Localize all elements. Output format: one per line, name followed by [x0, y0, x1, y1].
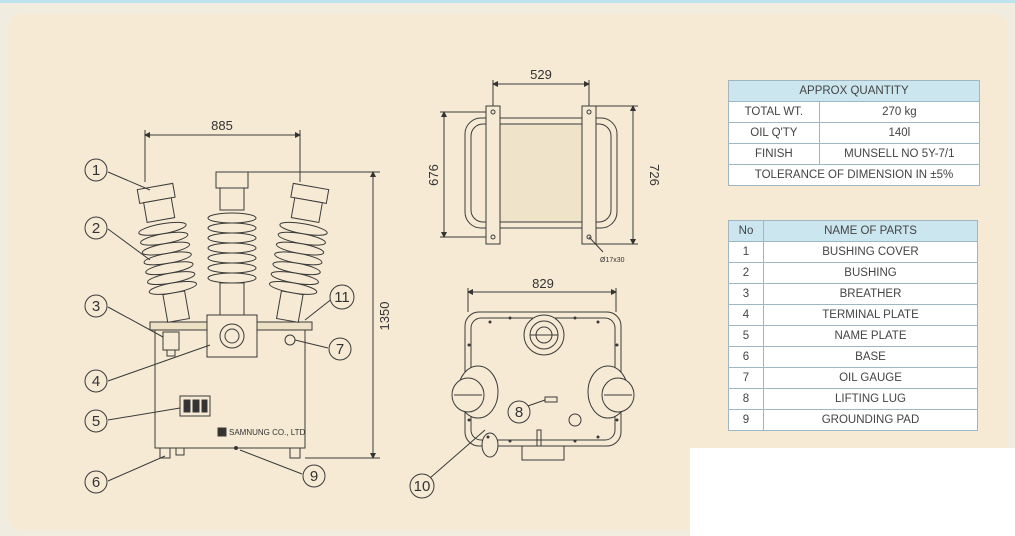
dim-676: 676	[426, 164, 441, 186]
nameplate-company: SAMNUNG CO., LTD	[229, 428, 306, 437]
part-no: 3	[728, 283, 764, 305]
svg-text:10: 10	[414, 478, 431, 495]
dim-529: 529	[530, 67, 552, 82]
svg-text:5: 5	[92, 413, 100, 430]
front-view	[107, 130, 380, 482]
qty-label: OIL Q'TY	[728, 122, 820, 144]
dim-hole: Ø17x30	[600, 257, 625, 264]
qty-label: FINISH	[728, 143, 820, 165]
top-accent-line	[0, 0, 1015, 3]
part-no: 4	[728, 304, 764, 326]
qty-row: TOTAL WT. 270 kg	[728, 101, 981, 123]
callout-8: 8	[507, 400, 531, 424]
qty-label: TOTAL WT.	[728, 101, 820, 123]
callout-1: 1	[84, 158, 108, 182]
svg-text:9: 9	[310, 468, 318, 485]
bottom-view	[429, 288, 635, 479]
part-no: 5	[728, 325, 764, 347]
part-name: OIL GAUGE	[763, 367, 978, 389]
callout-6: 6	[84, 470, 108, 494]
part-name: BASE	[763, 346, 978, 368]
part-name: TERMINAL PLATE	[763, 304, 978, 326]
callouts: 1 2 3 4 5 6 7 8 9 10 11	[84, 158, 531, 499]
parts-header-name: NAME OF PARTS	[763, 220, 978, 242]
svg-text:4: 4	[92, 373, 100, 390]
qty-value: 270 kg	[818, 101, 981, 123]
svg-text:11: 11	[334, 289, 350, 306]
part-no: 2	[728, 262, 764, 284]
callout-4: 4	[84, 369, 108, 393]
svg-text:8: 8	[515, 404, 523, 421]
part-name: BUSHING	[763, 262, 978, 284]
part-no: 7	[728, 367, 764, 389]
part-name: NAME PLATE	[763, 325, 978, 347]
svg-text:3: 3	[92, 298, 100, 315]
callout-2: 2	[84, 216, 108, 240]
top-view	[440, 80, 638, 253]
part-no: 8	[728, 388, 764, 410]
callout-10: 10	[409, 473, 435, 499]
svg-text:7: 7	[336, 341, 344, 358]
approx-quantity-title: APPROX QUANTITY	[728, 80, 980, 102]
approx-quantity-table: APPROX QUANTITY TOTAL WT. 270 kg OIL Q'T…	[728, 80, 981, 186]
dim-726: 726	[647, 164, 662, 186]
qty-row: FINISH MUNSELL NO 5Y-7/1	[728, 143, 981, 165]
blank-area	[690, 448, 1015, 536]
dim-885: 885	[211, 118, 233, 133]
part-name: BUSHING COVER	[763, 241, 978, 263]
part-name: BREATHER	[763, 283, 978, 305]
dim-829: 829	[532, 276, 554, 291]
callout-7: 7	[328, 337, 352, 361]
part-name: LIFTING LUG	[763, 388, 978, 410]
callout-3: 3	[84, 294, 108, 318]
callout-5: 5	[84, 409, 108, 433]
dim-1350: 1350	[377, 302, 392, 331]
part-name: GROUNDING PAD	[763, 409, 978, 431]
qty-value: 140l	[818, 122, 981, 144]
part-no: 9	[728, 409, 764, 431]
tolerance-note: TOLERANCE OF DIMENSION IN ±5%	[728, 164, 980, 186]
part-no: 1	[728, 241, 764, 263]
qty-value: MUNSELL NO 5Y-7/1	[818, 143, 981, 165]
svg-text:2: 2	[92, 220, 100, 237]
svg-text:1: 1	[92, 162, 100, 179]
callout-11: 11	[329, 284, 355, 310]
part-no: 6	[728, 346, 764, 368]
parts-header-no: No	[728, 220, 764, 242]
callout-9: 9	[302, 464, 326, 488]
qty-row: OIL Q'TY 140l	[728, 122, 981, 144]
svg-text:6: 6	[92, 474, 100, 491]
